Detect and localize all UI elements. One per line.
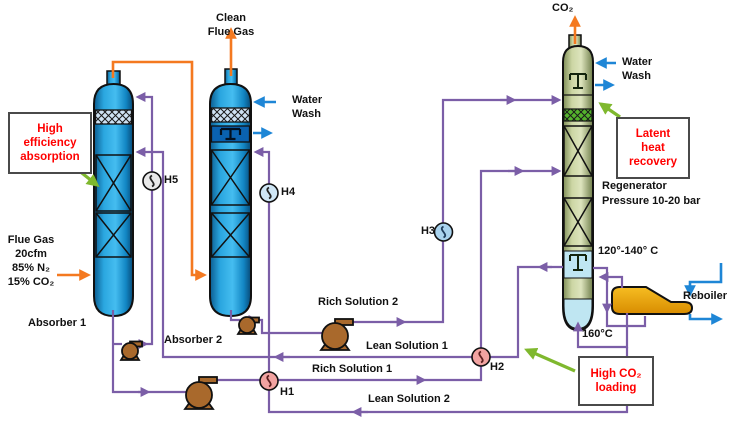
reboiler-kettle <box>611 286 694 315</box>
absorber2-bottoms-pump <box>236 316 260 335</box>
pumps <box>119 316 354 410</box>
lean-solution-1-line <box>135 147 481 359</box>
h2-label: H2 <box>490 361 505 373</box>
latent-heat-callout: Latent heat recovery <box>616 117 690 179</box>
h4-label: H4 <box>281 186 296 198</box>
regenerator-packing <box>563 125 593 247</box>
heat-exchanger-h2 <box>471 347 491 367</box>
regenerator-wash-distributor <box>569 73 587 89</box>
reboiler-steam-out <box>688 313 723 325</box>
absorber1-label: Absorber 1 <box>28 317 87 329</box>
rich-solution-2-line <box>348 95 562 324</box>
regenerator-water-wash-label: Water Wash <box>622 56 653 82</box>
lean-bottoms-line <box>490 265 563 359</box>
clean-flue-gas-label: Clean Flue Gas <box>207 12 255 38</box>
high-efficiency-callout: High efficiency absorption <box>8 112 92 174</box>
heat-exchanger-h4 <box>259 183 279 203</box>
high-co2-loading-callout: High CO₂ loading <box>578 356 654 406</box>
absorber-1-vessel <box>93 70 134 318</box>
rich-solution-2-label: Rich Solution 2 <box>318 296 399 308</box>
high-co2-loading-arrow <box>524 347 576 373</box>
rich-solution-2-transfer <box>254 318 323 335</box>
absorber-2-packing <box>210 149 251 258</box>
reboiler-steam-in <box>684 263 723 297</box>
water-lines <box>253 57 723 325</box>
absorber1-pumparound-line <box>135 92 154 346</box>
reboiler-label: Reboiler <box>683 290 728 302</box>
absorber2-water-wash-label: Water Wash <box>292 94 323 120</box>
absorber1-to-absorber2-gas-line <box>111 60 207 281</box>
flue-gas-feed-label: Flue Gas 20cfm 85% N₂ 15% CO₂ <box>7 234 55 288</box>
regenerator-latent-heat-mesh <box>563 108 593 122</box>
regenerator-label: Regenerator Pressure 10-20 bar <box>602 180 701 207</box>
heat-exchanger-h3 <box>433 222 454 242</box>
absorber-2-wash-distributor <box>210 125 251 143</box>
absorber-1-packing <box>95 154 132 258</box>
rich-solution-1-pump <box>183 376 218 410</box>
absorber2-bottoms-suction <box>229 310 240 322</box>
reboiler-return-line <box>573 313 629 349</box>
regenerator-temp-label: 120°-140° C <box>598 245 659 257</box>
reboiler-return-temp-label: 160°C <box>582 328 613 340</box>
rich-solution-1-label: Rich Solution 1 <box>312 363 393 375</box>
regenerator-lower-distributor <box>563 250 593 279</box>
h3-label: H3 <box>420 225 435 237</box>
rich-solution-2-pump <box>319 318 354 351</box>
absorber2-label: Absorber 2 <box>164 334 223 346</box>
lean-solution-2-label: Lean Solution 2 <box>368 393 450 405</box>
absorber1-pumparound-pump <box>119 340 143 361</box>
rich-solution-1-suction <box>111 310 186 394</box>
reboiler-vapor-return-line <box>598 272 624 288</box>
heat-exchanger-h5 <box>142 171 162 191</box>
gas-lines <box>57 15 581 281</box>
heat-exchangers <box>142 171 491 391</box>
h5-label: H5 <box>164 174 179 186</box>
lean-solution-1-label: Lean Solution 1 <box>366 340 448 352</box>
co2-outlet-label: CO₂ <box>552 2 574 14</box>
reboiler-feed-line <box>593 266 647 328</box>
regenerator-vessel <box>562 34 594 332</box>
absorber-2-vessel <box>209 68 252 318</box>
h1-label: H1 <box>280 386 295 398</box>
absorber-1-demister <box>94 109 133 125</box>
latent-heat-arrow <box>598 102 621 119</box>
heat-exchanger-h1 <box>259 371 279 391</box>
absorber-2-demister <box>210 107 251 123</box>
